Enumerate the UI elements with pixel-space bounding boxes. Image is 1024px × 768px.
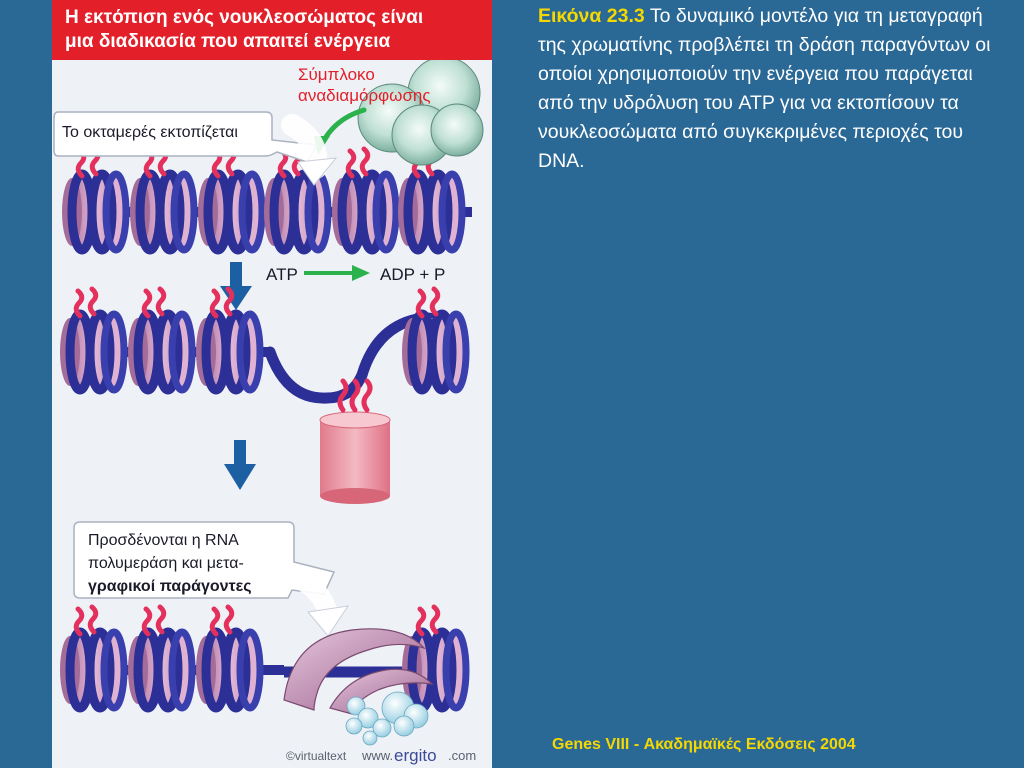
remodeling-complex-icon [357, 56, 484, 166]
atp-label: ATP [266, 265, 298, 284]
diagram-canvas: Το οκταμερές εκτοπίζεται Σύμπλοκο αναδια… [53, 56, 484, 765]
adp-label: ADP + P [380, 265, 445, 284]
header-line1: Η εκτόπιση ενός νουκλεοσώματος είναι [65, 7, 424, 28]
nucleosome-icon [398, 146, 466, 255]
transcription-factors-icon [345, 691, 429, 746]
nucleosome-icon [60, 286, 128, 395]
nucleosome-icon [196, 286, 264, 395]
dotcom-label: .com [448, 748, 476, 763]
octamer-label: Το οκταμερές εκτοπίζεται [62, 124, 238, 141]
nucleosome-icon [130, 146, 198, 255]
publisher-credit: Genes VIII - Ακαδημαϊκές Εκδόσεις 2004 [552, 736, 856, 753]
chromatin-row-transcribed [60, 604, 470, 713]
complex-label-line2: αναδιαμόρφωσης [298, 86, 431, 105]
blue-down-arrow-icon-2 [224, 440, 256, 490]
nucleosome-icon [62, 146, 130, 255]
complex-label-line1: Σύμπλοκο [298, 65, 375, 84]
reaction-arrow-icon [304, 265, 370, 281]
caption-text: Το δυναμικό μοντέλο για τη μεταγραφή της… [538, 5, 991, 172]
www-label: www. [361, 748, 393, 763]
nucleosome-icon [198, 146, 266, 255]
figure-header: Η εκτόπιση ενός νουκλεοσώματος είναι μια… [52, 0, 492, 60]
brand-label: ergito [394, 746, 437, 765]
chromatin-row-initial [62, 146, 472, 255]
nucleosome-icon [196, 604, 264, 713]
chromatin-row-displaced [60, 286, 470, 395]
rna-label-line1: Προσδένονται η RNA [88, 532, 239, 549]
nucleosome-icon [402, 286, 470, 395]
nucleosome-icon [128, 604, 196, 713]
octamer-callout [53, 111, 338, 186]
nucleosome-icon [128, 286, 196, 395]
displaced-octamer-icon [319, 378, 391, 504]
copyright-label: ©virtualtext [286, 749, 347, 763]
header-line2: μια διαδικασία που απαιτεί ενέργεια [65, 31, 391, 52]
figure-panel: Το οκταμερές εκτοπίζεται Σύμπλοκο αναδια… [52, 0, 492, 768]
nucleosome-icon [402, 604, 470, 713]
nucleosome-icon [60, 604, 128, 713]
caption: Εικόνα 23.3 Το δυναμικό μοντέλο για τη μ… [538, 2, 1008, 176]
rna-label-line2: πολυμεράση και μετα- [88, 555, 244, 572]
rna-label-line3: γραφικοί παράγοντες [88, 578, 252, 595]
nucleosome-icon [332, 146, 400, 255]
rna-callout [73, 521, 350, 637]
caption-label: Εικόνα 23.3 [538, 5, 645, 27]
